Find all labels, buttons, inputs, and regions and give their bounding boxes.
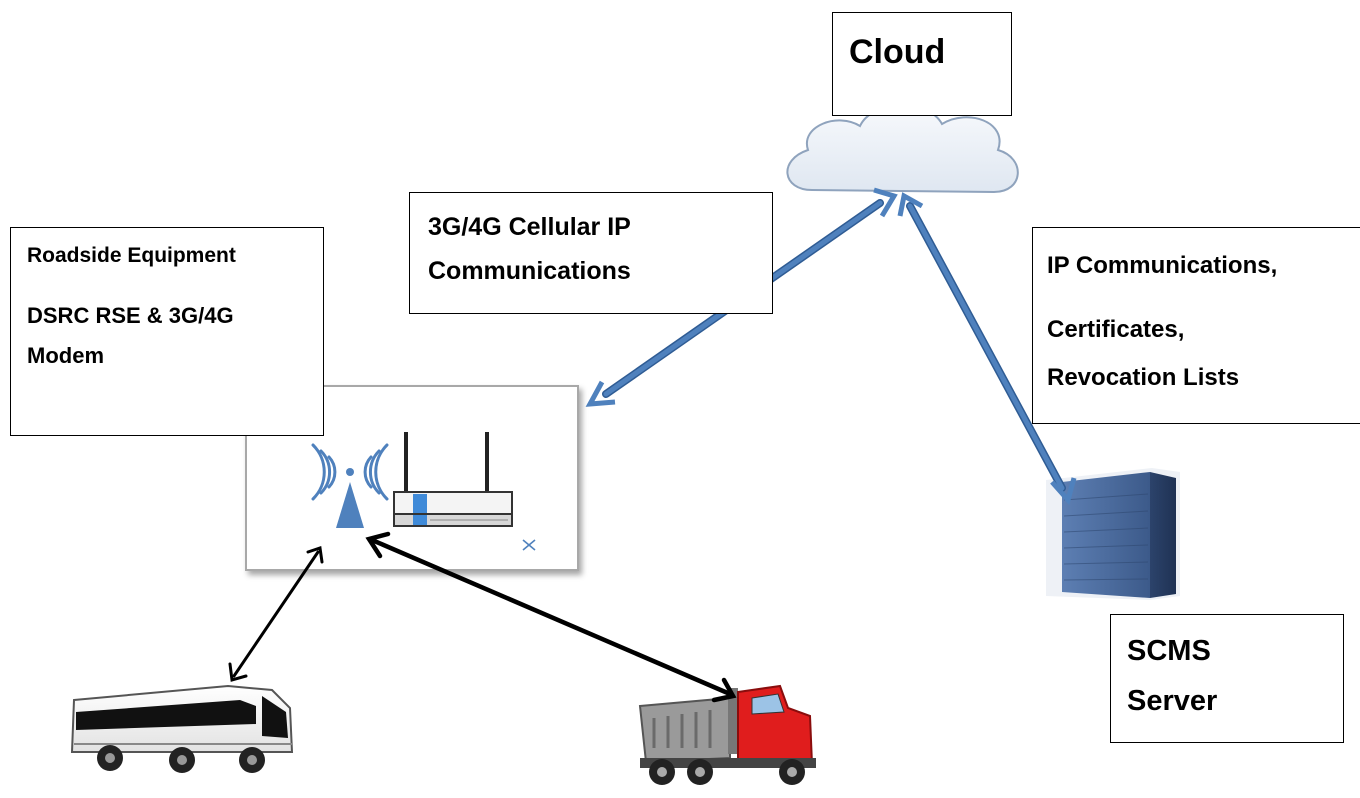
scms-server-label-box: SCMS Server xyxy=(1110,614,1344,743)
roadside-equipment-label-box: Roadside Equipment DSRC RSE & 3G/4G Mode… xyxy=(10,227,324,436)
cellular-ip-label-line1: 3G/4G Cellular IP xyxy=(428,213,631,241)
bus-icon xyxy=(70,684,294,773)
wireless-router-icon xyxy=(393,432,513,527)
ip-communications-label-line1: IP Communications, xyxy=(1047,252,1278,279)
ip-communications-label-line2: Certificates, xyxy=(1047,316,1185,343)
roadside-equipment-label-line1: Roadside Equipment xyxy=(27,244,236,267)
server-icon xyxy=(1046,468,1180,600)
antenna-tower-icon xyxy=(311,443,389,528)
ip-communications-label-box: IP Communications, Certificates, Revocat… xyxy=(1032,227,1360,424)
cloud-label: Cloud xyxy=(849,33,946,71)
dump-truck-icon xyxy=(638,684,816,785)
cellular-ip-label-box: 3G/4G Cellular IP Communications xyxy=(409,192,773,314)
ip-communications-label-line3: Revocation Lists xyxy=(1047,364,1240,391)
cloud-label-box: Cloud xyxy=(832,12,1012,116)
scms-server-label-line1: SCMS xyxy=(1127,635,1211,667)
bus-link-arrow xyxy=(228,546,324,682)
truck-link-arrow xyxy=(365,531,737,703)
cloud-icon xyxy=(786,104,1019,194)
close-icon xyxy=(522,539,536,551)
roadside-equipment-label-line3: Modem xyxy=(27,343,104,368)
cellular-ip-label-line2: Communications xyxy=(428,257,631,285)
roadside-equipment-label-line2: DSRC RSE & 3G/4G xyxy=(27,303,234,328)
ip-link-arrow xyxy=(897,192,1077,506)
scms-server-label-line2: Server xyxy=(1127,685,1218,717)
